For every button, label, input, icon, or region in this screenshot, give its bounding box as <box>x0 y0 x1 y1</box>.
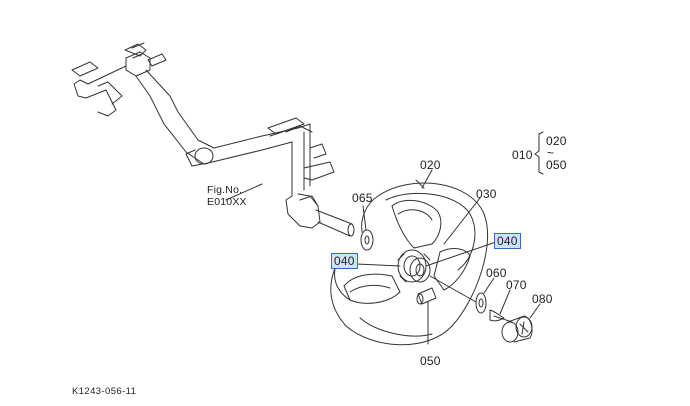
callout-080[interactable]: 080 <box>532 292 553 306</box>
cap-080-drawing <box>501 303 541 343</box>
washer-060-leader-a <box>429 275 477 303</box>
callout-040-left[interactable]: 040 <box>331 253 358 269</box>
drawing-code: K1243-056-11 <box>72 386 137 397</box>
tire-020-drawing <box>330 179 488 346</box>
washer-065-drawing <box>360 205 374 251</box>
figref-leader <box>225 183 263 201</box>
legend-range-separator: ~ <box>547 146 555 160</box>
pin-050-drawing <box>416 287 437 345</box>
washer-060-drawing <box>475 277 495 314</box>
legend-range-to[interactable]: 050 <box>546 158 567 172</box>
callout-065[interactable]: 065 <box>352 191 373 205</box>
tire-020-leader <box>421 169 433 189</box>
callout-050[interactable]: 050 <box>420 354 441 368</box>
hub-040-drawing <box>355 241 497 283</box>
frame-arm-drawing <box>71 42 355 237</box>
rim-030-leader <box>443 197 481 245</box>
fig-ref-label: Fig.No. <box>207 184 243 196</box>
fig-ref-number[interactable]: E010XX <box>207 196 247 208</box>
callout-060[interactable]: 060 <box>486 266 507 280</box>
callout-030[interactable]: 030 <box>476 187 497 201</box>
callout-040-right[interactable]: 040 <box>494 233 521 249</box>
legend-range-from[interactable]: 020 <box>546 134 567 148</box>
callout-070[interactable]: 070 <box>506 278 527 292</box>
legend-main-010[interactable]: 010 <box>512 148 533 162</box>
legend-bracket <box>534 131 544 175</box>
cotter-pin-070-drawing <box>489 289 513 323</box>
callout-020[interactable]: 020 <box>420 158 441 172</box>
